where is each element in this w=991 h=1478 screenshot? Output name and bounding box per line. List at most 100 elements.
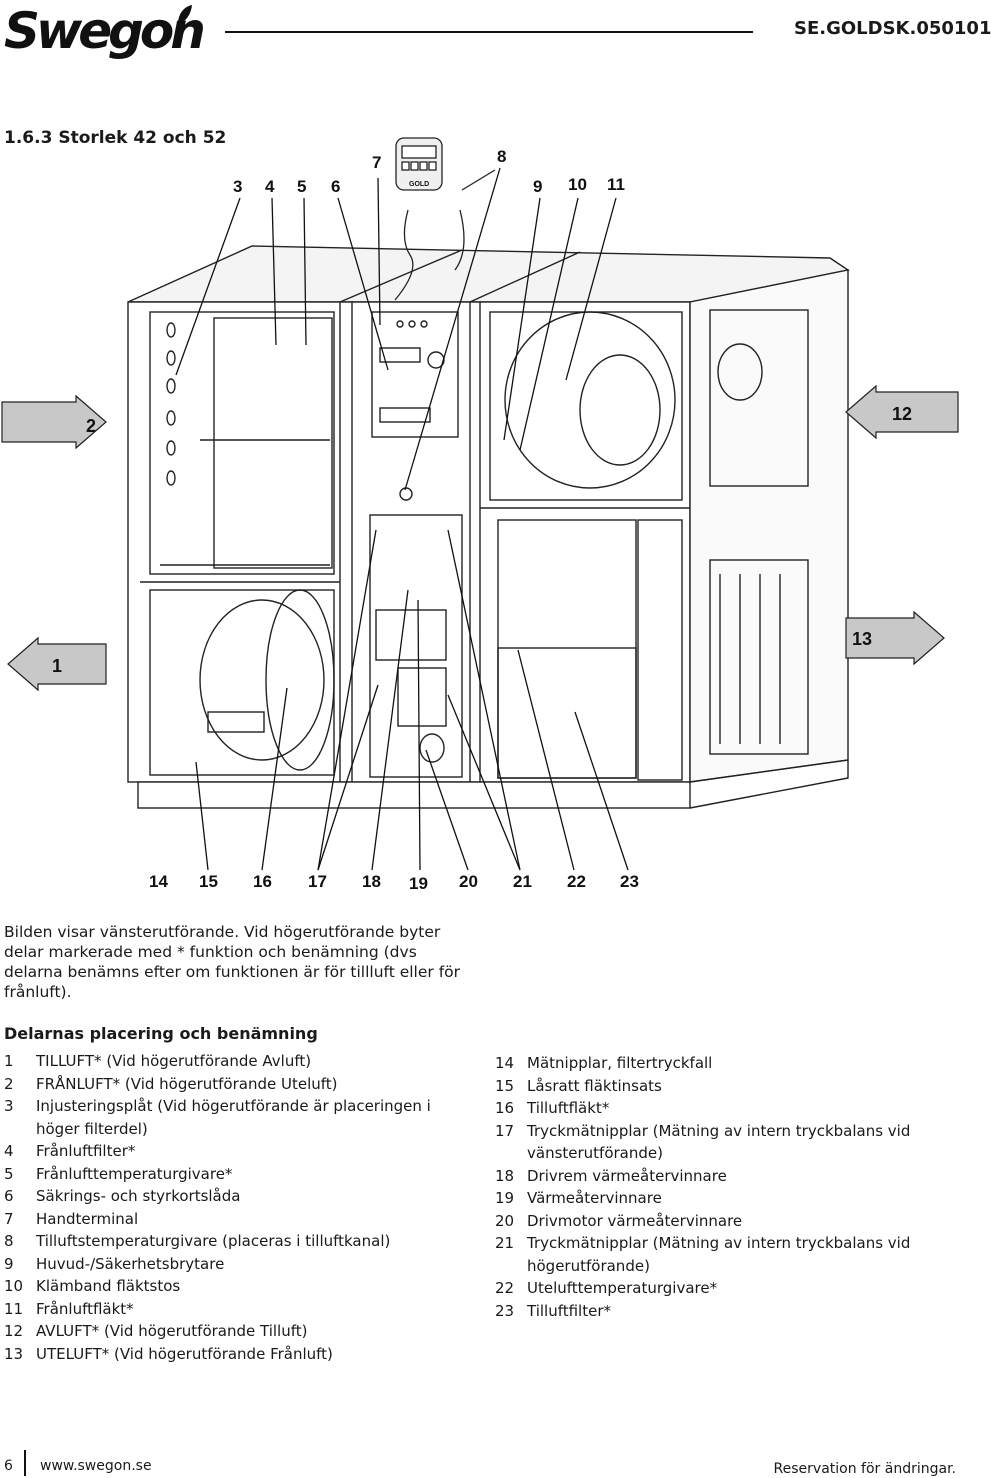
- legend-item: 19 Värmeåtervinnare: [495, 1187, 935, 1210]
- callout-3: 3: [233, 177, 242, 196]
- legend-text: Tryckmätnipplar (Mätning av intern tryck…: [527, 1121, 911, 1163]
- callout-22: 22: [567, 872, 586, 891]
- section-title: 1.6.3 Storlek 42 och 52: [4, 128, 227, 148]
- callout-10: 10: [568, 175, 587, 194]
- legend-item: 2 FRÅNLUFT* (Vid högerutförande Uteluft): [4, 1073, 474, 1096]
- legend-number: 7: [4, 1209, 14, 1228]
- controller-brand: GOLD: [409, 181, 429, 188]
- legend-text: Drivrem värmeåtervinnare: [527, 1166, 727, 1185]
- legend-item: 10 Klämband fläktstos: [4, 1275, 474, 1298]
- callout-9: 9: [533, 177, 542, 196]
- legend-title: Delarnas placering och benämning: [4, 1024, 318, 1043]
- footer-url[interactable]: www.swegon.se: [40, 1458, 152, 1474]
- legend-number: 14: [495, 1054, 515, 1072]
- legend-item: 20 Drivmotor värmeåtervinnare: [495, 1210, 935, 1233]
- legend-text: AVLUFT* (Vid högerutförande Tilluft): [36, 1322, 308, 1340]
- legend-number: 11: [4, 1299, 24, 1318]
- legend-number: 16: [495, 1099, 515, 1117]
- legend-number: 18: [495, 1166, 515, 1185]
- legend-item: 1 TILLUFT* (Vid högerutförande Avluft): [4, 1050, 474, 1073]
- legend-number: 10: [4, 1277, 24, 1295]
- legend-number: 4: [4, 1142, 14, 1160]
- legend-item: 21 Tryckmätnipplar (Mätning av intern try…: [495, 1232, 935, 1277]
- callout-6: 6: [331, 177, 340, 196]
- legend-item: 4 Frånluftfilter*: [4, 1140, 474, 1163]
- callout-8: 8: [497, 147, 506, 166]
- arrow-label-1: 1: [52, 656, 62, 676]
- callout-7: 7: [372, 153, 381, 172]
- callout-14: 14: [149, 872, 168, 891]
- swegon-logo: Swegon: [4, 2, 206, 60]
- callout-23: 23: [620, 872, 639, 891]
- legend-text: Injusteringsplåt (Vid högerutförande är …: [36, 1097, 431, 1138]
- legend-item: 22 Utelufttemperaturgivare*: [495, 1277, 935, 1300]
- legend-right-list: 14 Mätnipplar, filtertryckfall 15 Låsratt …: [495, 1052, 935, 1322]
- page-number: 6: [4, 1458, 13, 1474]
- leaf-icon: [178, 5, 192, 24]
- callout-18: 18: [362, 872, 381, 891]
- callout-20: 20: [459, 872, 478, 891]
- footer-rule: [24, 1450, 26, 1476]
- legend-number: 17: [495, 1121, 515, 1140]
- legend-text: Frånlufttemperaturgivare*: [36, 1164, 233, 1183]
- callout-19: 19: [409, 874, 428, 893]
- callout-21: 21: [513, 872, 532, 891]
- legend-number: 2: [4, 1074, 14, 1093]
- legend-text: Tilluftfilter*: [527, 1301, 612, 1320]
- arrow-label-12: 12: [892, 404, 912, 424]
- legend-text: Klämband fläktstos: [36, 1277, 181, 1295]
- figure-caption: Bilden visar vänsterutförande. Vid höger…: [4, 923, 461, 1001]
- legend-text: FRÅNLUFT* (Vid högerutförande Uteluft): [36, 1074, 338, 1093]
- legend-item: 14 Mätnipplar, filtertryckfall: [495, 1052, 935, 1075]
- legend-number: 13: [4, 1344, 24, 1363]
- callout-16: 16: [253, 872, 272, 891]
- legend-number: 20: [495, 1211, 515, 1230]
- legend-text: Tryckmätnipplar (Mätning av intern tryck…: [527, 1234, 911, 1275]
- legend-item: 7 Handterminal: [4, 1208, 474, 1231]
- callout-4: 4: [265, 177, 275, 196]
- arrow-label-2: 2: [86, 416, 96, 436]
- callout-17: 17: [308, 872, 327, 891]
- legend-number: 21: [495, 1234, 515, 1252]
- legend-text: Drivmotor värmeåtervinnare: [527, 1211, 743, 1230]
- legend-text: Utelufttemperaturgivare*: [527, 1279, 718, 1297]
- callout-5: 5: [297, 177, 306, 196]
- legend-number: 9: [4, 1254, 14, 1273]
- legend-number: 19: [495, 1189, 515, 1207]
- legend-text: Handterminal: [36, 1209, 139, 1228]
- legend-text: TILLUFT* (Vid högerutförande Avluft): [36, 1052, 312, 1070]
- legend-item: 16 Tilluftfläkt*: [495, 1097, 935, 1120]
- legend-text: Tilluftstemperaturgivare (placeras i til…: [36, 1232, 391, 1250]
- legend-text: Mätnipplar, filtertryckfall: [527, 1054, 713, 1072]
- legend-item: 11 Frånluftfläkt*: [4, 1298, 474, 1321]
- legend-text: Frånluftfilter*: [36, 1142, 136, 1160]
- legend-item: 23 Tilluftfilter*: [495, 1300, 935, 1323]
- header-rule: [225, 31, 753, 33]
- legend-number: 1: [4, 1052, 14, 1070]
- legend-text: Låsratt fläktinsats: [527, 1076, 662, 1095]
- callout-11: 11: [607, 175, 625, 194]
- footer-note: Reservation för ändringar.: [773, 1461, 956, 1477]
- legend-number: 12: [4, 1322, 24, 1340]
- legend-item: 15 Låsratt fläktinsats: [495, 1075, 935, 1098]
- legend-text: Värmeåtervinnare: [527, 1189, 662, 1207]
- legend-item: 3 Injusteringsplåt (Vid högerutförande är…: [4, 1095, 474, 1140]
- legend-item: 12 AVLUFT* (Vid högerutförande Tilluft): [4, 1320, 474, 1343]
- legend-text: UTELUFT* (Vid högerutförande Frånluft): [36, 1344, 333, 1363]
- legend-number: 22: [495, 1279, 515, 1297]
- legend-text: Tilluftfläkt*: [527, 1099, 610, 1117]
- legend-number: 15: [495, 1076, 515, 1095]
- callout-15: 15: [199, 872, 218, 891]
- legend-number: 8: [4, 1232, 14, 1250]
- legend-text: Frånluftfläkt*: [36, 1299, 134, 1318]
- document-code: SE.GOLDSK.050101: [794, 18, 991, 39]
- unit-drawing: GOLD 2 12 1 13 3 4 5 6 7 8 9: [1, 137, 959, 893]
- legend-item: 8 Tilluftstemperaturgivare (placeras i ti…: [4, 1230, 474, 1253]
- legend-number: 23: [495, 1301, 515, 1320]
- legend-number: 3: [4, 1097, 14, 1115]
- legend-item: 18 Drivrem värmeåtervinnare: [495, 1165, 935, 1188]
